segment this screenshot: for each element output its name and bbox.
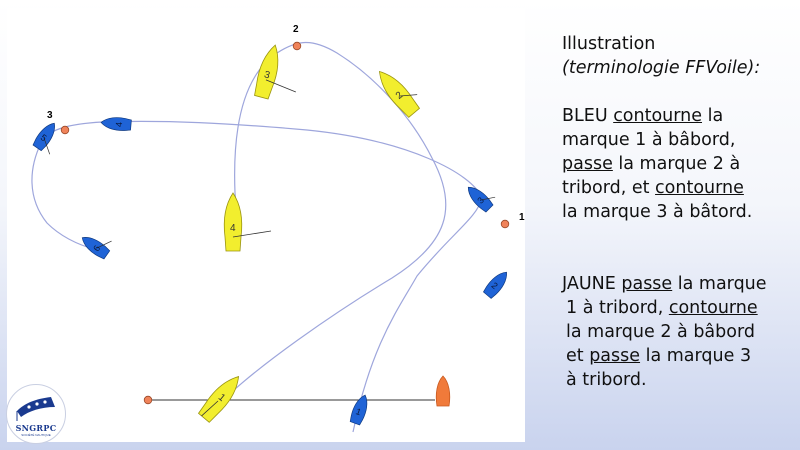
mark-3-buoy xyxy=(60,125,70,135)
yellow-boat-4-number: 4 xyxy=(230,223,236,234)
blue-boat-1-number: 1 xyxy=(354,406,362,417)
yellow-boat-3-number: 3 xyxy=(263,69,272,81)
pin-end-mark xyxy=(143,395,153,405)
club-logo: SNGRPC SOCIÉTÉ NAUTIQUE xyxy=(6,384,66,444)
subtitle: (terminologie FFVoile): xyxy=(562,58,761,78)
mark-1-buoy xyxy=(500,219,510,229)
blue-boat-1: 1 xyxy=(349,394,368,426)
keyword-passe: passe xyxy=(562,154,613,174)
blue-boat-2: 2 xyxy=(483,271,507,299)
yellow-boat-4: 4 xyxy=(223,192,272,252)
yellow-boat-3: 3 xyxy=(254,44,296,100)
yellow-rule-line-1: JAUNE passe la marque xyxy=(562,274,767,294)
yellow-rule-line-5: à tribord. xyxy=(566,370,647,390)
logo-name: SNGRPC xyxy=(15,423,57,433)
race-diagram: 1 2 3 1 2 3 4 1 2 xyxy=(7,8,525,442)
yellow-rule-line-4: et passe la marque 3 xyxy=(566,346,752,366)
keyword-passe: passe xyxy=(589,346,641,366)
keyword-passe: passe xyxy=(621,274,673,294)
yellow-boat-1: 1 xyxy=(197,375,240,423)
mark-1-label: 1 xyxy=(519,212,525,223)
mark-2-buoy xyxy=(292,41,302,51)
keyword-contourne: contourne xyxy=(613,106,703,126)
blue-rule-line-1: BLEU contourne la xyxy=(562,106,724,126)
blue-boat-4-number: 4 xyxy=(114,122,124,128)
blue-track xyxy=(31,120,483,433)
blue-boat-3-number: 3 xyxy=(475,195,486,206)
explanation-panel: Illustration (terminologie FFVoile): BLE… xyxy=(562,32,790,392)
yellow-track xyxy=(209,41,447,414)
title: Illustration xyxy=(562,34,656,54)
keyword-contourne: contourne xyxy=(668,298,758,318)
blue-rule-line-2: marque 1 à bâbord, xyxy=(562,130,736,150)
blue-boat-5: 5 xyxy=(32,122,55,155)
blue-rule-line-4: tribord, et contourne xyxy=(562,178,744,198)
blue-boat-3: 3 xyxy=(467,186,496,213)
race-diagram-svg: 1 2 3 1 2 3 4 1 2 xyxy=(31,24,525,433)
blue-boat-2-number: 2 xyxy=(489,280,499,291)
blue-boat-4: 4 xyxy=(100,117,132,131)
yellow-boat-1-number: 1 xyxy=(216,392,228,404)
blue-rule-line-5: la marque 3 à bâtord. xyxy=(562,202,753,222)
blue-boat-5-number: 5 xyxy=(39,132,49,143)
blue-rule-line-3: passe la marque 2 à xyxy=(562,154,741,174)
committee-boat xyxy=(435,375,451,407)
yellow-rule-line-2: 1 à tribord, contourne xyxy=(566,298,758,318)
blue-boat-6-number: 6 xyxy=(91,243,102,253)
yellow-boat-2-number: 2 xyxy=(394,89,406,101)
yellow-boat-2: 2 xyxy=(378,70,421,118)
mark-3-label: 3 xyxy=(47,110,53,121)
keyword-contourne: contourne xyxy=(655,178,744,198)
blue-boat-6: 6 xyxy=(81,237,112,260)
flag-icon xyxy=(16,397,55,421)
mark-2-label: 2 xyxy=(293,24,299,35)
logo-tagline: SOCIÉTÉ NAUTIQUE xyxy=(21,433,51,437)
yellow-rule-line-3: la marque 2 à bâbord xyxy=(566,322,755,342)
